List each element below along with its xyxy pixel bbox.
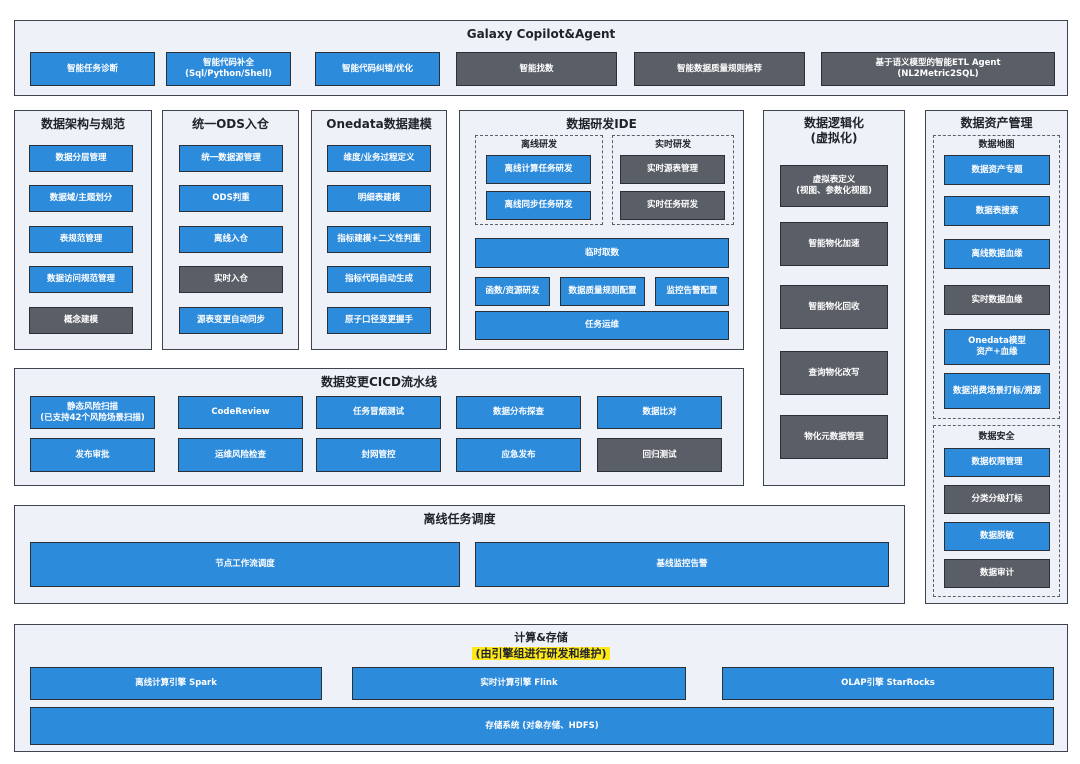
copilot-item-task-diagnosis[interactable]: 智能任务诊断 <box>30 52 155 86</box>
onedata-item[interactable]: 指标建模+二义性判重 <box>327 226 431 253</box>
cicd-item[interactable]: 封网管控 <box>316 438 441 472</box>
logic-item[interactable]: 智能物化加速 <box>780 222 888 266</box>
cicd-panel: 数据变更CICD流水线 静态风险扫描 (已支持42个风险场景扫描) CodeRe… <box>14 368 744 486</box>
cicd-item[interactable]: CodeReview <box>178 396 303 429</box>
asset-security-group: 数据安全 数据权限管理 分类分级打标 数据脱敏 数据审计 <box>933 425 1060 597</box>
ide-temp-query[interactable]: 临时取数 <box>475 238 729 268</box>
compute-subtitle: (由引擎组进行研发和维护) <box>472 647 610 660</box>
copilot-item-etl-agent[interactable]: 基于语义模型的智能ETL Agent (NL2Metric2SQL) <box>821 52 1055 86</box>
compute-engine[interactable]: 离线计算引擎 Spark <box>30 667 322 700</box>
cicd-item[interactable]: 应急发布 <box>456 438 581 472</box>
ide-realtime-item[interactable]: 实时任务研发 <box>620 191 725 220</box>
arch-panel: 数据架构与规范 数据分层管理 数据域/主题划分 表规范管理 数据访问规范管理 概… <box>14 110 152 350</box>
onedata-item[interactable]: 指标代码自动生成 <box>327 266 431 293</box>
schedule-title: 离线任务调度 <box>423 512 496 526</box>
logic-item[interactable]: 智能物化回收 <box>780 285 888 329</box>
ods-title: 统一ODS入仓 <box>192 117 269 131</box>
ide-row-item[interactable]: 函数/资源研发 <box>475 277 550 306</box>
ide-offline-group: 离线研发 离线计算任务研发 离线同步任务研发 <box>475 135 603 225</box>
compute-panel: 计算&存储 (由引擎组进行研发和维护) 离线计算引擎 Spark 实时计算引擎 … <box>14 624 1068 752</box>
ide-ops[interactable]: 任务运维 <box>475 311 729 340</box>
ide-offline-item[interactable]: 离线同步任务研发 <box>486 191 591 220</box>
ide-realtime-group: 实时研发 实时源表管理 实时任务研发 <box>612 135 734 225</box>
ods-item[interactable]: 统一数据源管理 <box>179 145 283 172</box>
ide-offline-item[interactable]: 离线计算任务研发 <box>486 155 591 184</box>
asset-map-group: 数据地图 数据资产专题 数据表搜索 离线数据血缘 实时数据血缘 Onedata模… <box>933 135 1060 419</box>
ide-row-item[interactable]: 数据质量规则配置 <box>560 277 645 306</box>
onedata-panel: Onedata数据建模 维度/业务过程定义 明细表建模 指标建模+二义性判重 指… <box>311 110 447 350</box>
cicd-item[interactable]: 数据分布探查 <box>456 396 581 429</box>
asset-map-item[interactable]: 数据表搜索 <box>944 196 1050 226</box>
arch-item[interactable]: 数据访问规范管理 <box>29 266 133 293</box>
asset-map-item[interactable]: 数据资产专题 <box>944 155 1050 185</box>
asset-map-item[interactable]: 实时数据血缘 <box>944 285 1050 315</box>
cicd-item[interactable]: 任务冒烟测试 <box>316 396 441 429</box>
asset-security-title: 数据安全 <box>978 432 1015 442</box>
logic-panel: 数据逻辑化 (虚拟化) 虚拟表定义 (视图、参数化视图) 智能物化加速 智能物化… <box>763 110 905 486</box>
ods-item[interactable]: 离线入仓 <box>179 226 283 253</box>
asset-security-item[interactable]: 数据审计 <box>944 559 1050 588</box>
ods-panel: 统一ODS入仓 统一数据源管理 ODS判重 离线入仓 实时入仓 源表变更自动同步 <box>162 110 299 350</box>
logic-item[interactable]: 查询物化改写 <box>780 351 888 395</box>
compute-storage[interactable]: 存储系统 (对象存储、HDFS) <box>30 707 1054 745</box>
ide-realtime-item[interactable]: 实时源表管理 <box>620 155 725 184</box>
logic-item[interactable]: 虚拟表定义 (视图、参数化视图) <box>780 165 888 207</box>
arch-item[interactable]: 数据域/主题划分 <box>29 185 133 212</box>
copilot-item-code-completion[interactable]: 智能代码补全 (Sql/Python/Shell) <box>166 52 291 86</box>
copilot-item-code-fix[interactable]: 智能代码纠错/优化 <box>315 52 440 86</box>
arch-title: 数据架构与规范 <box>40 117 125 131</box>
copilot-panel: Galaxy Copilot&Agent 智能任务诊断 智能代码补全 (Sql/… <box>14 20 1068 96</box>
ods-item[interactable]: ODS判重 <box>179 185 283 212</box>
ide-title: 数据研发IDE <box>566 117 637 131</box>
schedule-item[interactable]: 基线监控告警 <box>475 542 889 587</box>
cicd-item[interactable]: 运维风险检查 <box>178 438 303 472</box>
copilot-item-find-data[interactable]: 智能找数 <box>456 52 617 86</box>
cicd-item[interactable]: 发布审批 <box>30 438 155 472</box>
ide-offline-title: 离线研发 <box>520 140 557 150</box>
compute-subtitle-row: (由引擎组进行研发和维护) <box>15 646 1067 661</box>
copilot-item-quality-rules[interactable]: 智能数据质量规则推荐 <box>634 52 805 86</box>
compute-engine[interactable]: OLAP引擎 StarRocks <box>722 667 1054 700</box>
onedata-title: Onedata数据建模 <box>326 117 432 131</box>
onedata-item[interactable]: 明细表建模 <box>327 185 431 212</box>
cicd-item[interactable]: 静态风险扫描 (已支持42个风险场景扫描) <box>30 396 155 429</box>
copilot-title: Galaxy Copilot&Agent <box>466 27 616 41</box>
ods-item[interactable]: 源表变更自动同步 <box>179 307 283 334</box>
asset-title: 数据资产管理 <box>960 116 1033 130</box>
ide-row-item[interactable]: 监控告警配置 <box>655 277 729 306</box>
asset-map-item[interactable]: 数据消费场景打标/溯源 <box>944 373 1050 409</box>
cicd-title: 数据变更CICD流水线 <box>320 375 438 389</box>
arch-item[interactable]: 数据分层管理 <box>29 145 133 172</box>
onedata-item[interactable]: 原子口径变更握手 <box>327 307 431 334</box>
arch-item[interactable]: 概念建模 <box>29 307 133 334</box>
cicd-item[interactable]: 数据比对 <box>597 396 722 429</box>
asset-map-item[interactable]: 离线数据血缘 <box>944 239 1050 269</box>
compute-title: 计算&存储 <box>514 631 568 644</box>
cicd-item[interactable]: 回归测试 <box>597 438 722 472</box>
asset-security-item[interactable]: 分类分级打标 <box>944 485 1050 514</box>
asset-panel: 数据资产管理 数据地图 数据资产专题 数据表搜索 离线数据血缘 实时数据血缘 O… <box>925 110 1068 604</box>
arch-item[interactable]: 表规范管理 <box>29 226 133 253</box>
asset-security-item[interactable]: 数据权限管理 <box>944 448 1050 477</box>
asset-map-item[interactable]: Onedata模型 资产+血缘 <box>944 329 1050 365</box>
ide-realtime-title: 实时研发 <box>654 140 691 150</box>
logic-title: 数据逻辑化 (虚拟化) <box>803 116 864 145</box>
schedule-item[interactable]: 节点工作流调度 <box>30 542 460 587</box>
ide-panel: 数据研发IDE 离线研发 离线计算任务研发 离线同步任务研发 实时研发 实时源表… <box>459 110 744 350</box>
onedata-item[interactable]: 维度/业务过程定义 <box>327 145 431 172</box>
logic-item[interactable]: 物化元数据管理 <box>780 415 888 459</box>
ods-item[interactable]: 实时入仓 <box>179 266 283 293</box>
schedule-panel: 离线任务调度 节点工作流调度 基线监控告警 <box>14 505 905 604</box>
asset-security-item[interactable]: 数据脱敏 <box>944 522 1050 551</box>
asset-map-title: 数据地图 <box>978 140 1015 150</box>
compute-engine[interactable]: 实时计算引擎 Flink <box>352 667 686 700</box>
